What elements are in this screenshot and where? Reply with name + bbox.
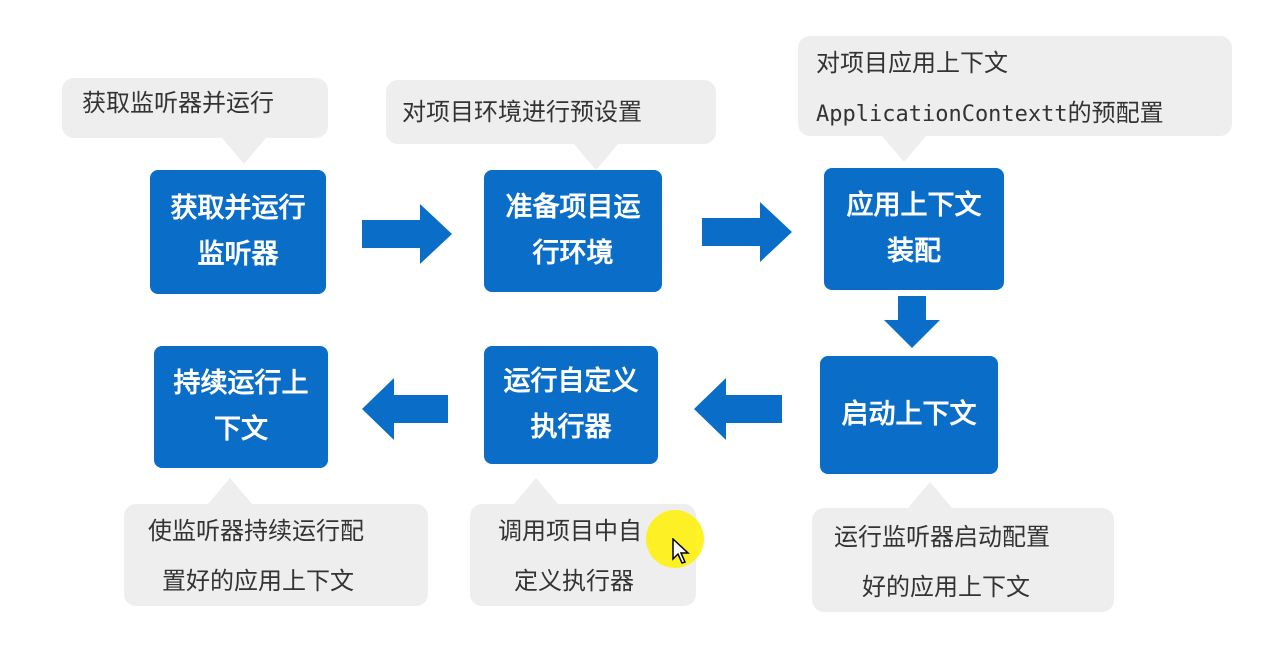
note-text-line2: 定义执行器 <box>514 567 634 595</box>
step-label-line1: 应用上下文 <box>846 190 982 221</box>
cursor-highlight <box>646 510 704 568</box>
note-text-line1: 运行监听器启动配置 <box>834 523 1050 551</box>
step-label-line2: 下文 <box>214 414 268 445</box>
step-label-line1: 运行自定义 <box>503 366 639 397</box>
arrow-right-icon <box>362 204 452 264</box>
note-text-line1: 使监听器持续运行配 <box>148 517 364 545</box>
note-code-text: ApplicationContextt <box>816 102 1068 127</box>
step-run-custom-runners: 运行自定义 执行器 <box>484 346 658 464</box>
step-label-line2: 装配 <box>887 236 941 267</box>
note-text-line2: 好的应用上下文 <box>862 573 1030 601</box>
note-run-listeners-start: 运行监听器启动配置 好的应用上下文 <box>812 482 1114 612</box>
step-label-line2: 执行器 <box>530 412 612 443</box>
note-text-line2: 置好的应用上下文 <box>162 567 354 595</box>
note-text-line1: 调用项目中自 <box>498 517 642 545</box>
note-keep-running: 使监听器持续运行配 置好的应用上下文 <box>124 478 428 606</box>
arrow-left-icon <box>362 378 448 440</box>
step-label-line2: 监听器 <box>197 239 279 270</box>
note-text: 获取监听器并运行 <box>82 89 274 117</box>
arrow-left-icon <box>694 378 782 440</box>
note-get-listeners: 获取监听器并运行 <box>62 78 328 164</box>
arrow-right-icon <box>702 202 792 262</box>
mouse-pointer-icon <box>672 538 690 564</box>
step-label-line2: 行环境 <box>532 238 614 269</box>
step-label-line1: 启动上下文 <box>841 399 977 430</box>
step-context-assembly: 应用上下文 装配 <box>824 168 1004 290</box>
note-prepare-environment: 对项目环境进行预设置 <box>386 80 716 170</box>
arrow-down-icon <box>884 296 940 348</box>
note-text: 对项目环境进行预设置 <box>402 98 642 126</box>
note-context-preconfig: 对项目应用上下文 ApplicationContextt的预配置 <box>798 36 1232 162</box>
step-label-line1: 获取并运行 <box>170 193 306 224</box>
step-start-context: 启动上下文 <box>820 356 998 474</box>
note-text-line1: 对项目应用上下文 <box>816 49 1008 77</box>
step-prepare-environment: 准备项目运 行环境 <box>484 170 662 292</box>
step-label-line1: 准备项目运 <box>505 192 641 223</box>
step-keep-context-running: 持续运行上 下文 <box>154 346 328 468</box>
step-label-line1: 持续运行上 <box>173 368 309 399</box>
step-get-and-run-listeners: 获取并运行 监听器 <box>150 170 326 294</box>
note-text-suffix: 的预配置 <box>1067 99 1164 127</box>
